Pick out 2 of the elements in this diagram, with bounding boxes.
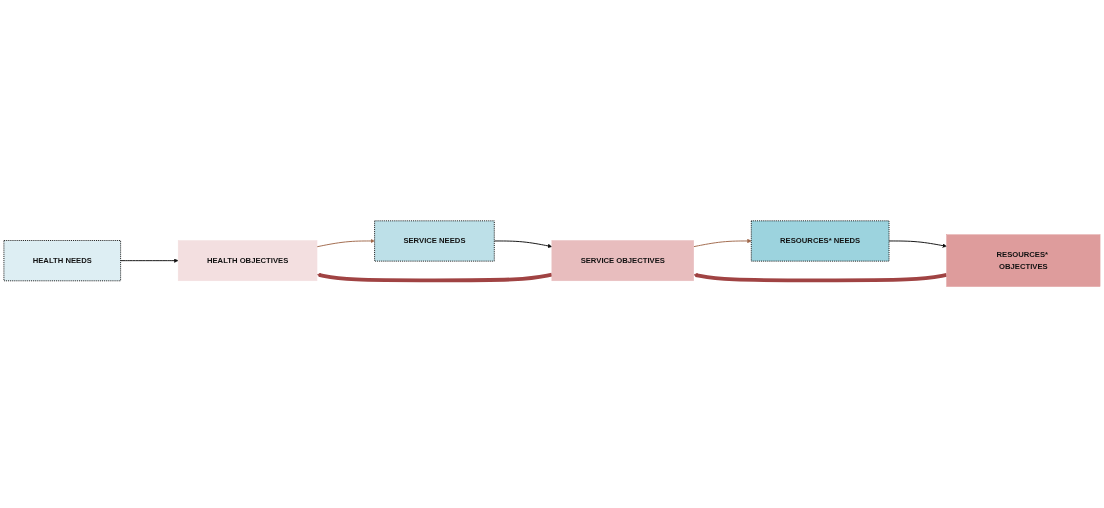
arrow bbox=[316, 273, 553, 283]
arrow bbox=[693, 273, 947, 283]
